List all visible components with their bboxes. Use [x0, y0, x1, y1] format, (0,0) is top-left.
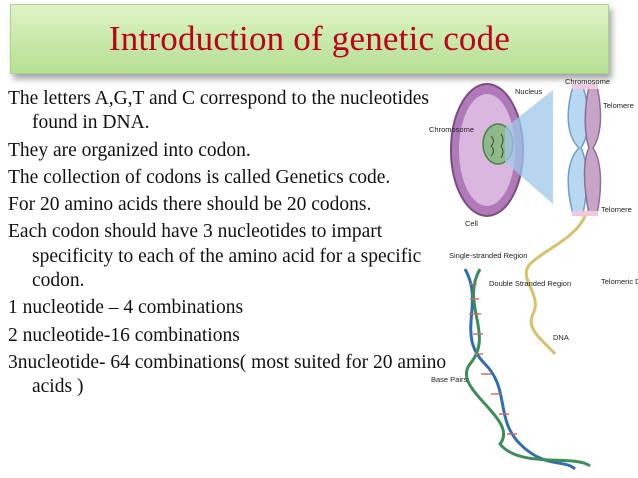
bullet-item: Each codon should have 3 nucleotides to … [8, 221, 422, 292]
dna-helix [463, 268, 591, 471]
bullet-item: For 20 amino acids there should be 20 co… [8, 194, 372, 216]
telomere-strand [524, 215, 587, 355]
label-double-stranded: Double Stranded Region [489, 279, 571, 288]
label-base-pairs: Base Pairs [431, 375, 468, 384]
label-telomeric-repeats: Telomeric DNA Repeats [601, 277, 638, 286]
label-telomere-bottom: Telomere [601, 205, 632, 214]
label-nucleus: Nucleus [515, 87, 542, 96]
title-bar: Introduction of genetic code [10, 4, 609, 74]
label-chromosome-top: Chromosome [565, 77, 610, 86]
slide-title: Introduction of genetic code [108, 19, 511, 58]
label-cell: Cell [465, 219, 478, 228]
bullet-item: They are organized into codon. [8, 139, 251, 161]
bullet-item: The letters A,G,T and C correspond to th… [8, 88, 429, 134]
label-single-stranded: Single-stranded Region [449, 251, 527, 260]
label-telomere-top: Telomere [603, 101, 634, 110]
bullet-item: 3nucleotide- 64 combinations( most suite… [8, 351, 447, 398]
bullet-list: The letters A,G,T and C correspond to th… [8, 87, 448, 403]
dna-structure-diagram: Nucleus Chromosome Chromosome Telomere T… [429, 77, 638, 471]
chromosome-shape [567, 84, 602, 216]
label-chromosome-left: Chromosome [429, 125, 474, 134]
bullet-item: 1 nucleotide – 4 combinations [8, 297, 244, 319]
bullet-item: The collection of codons is called Genet… [8, 166, 391, 188]
label-dna: DNA [553, 333, 569, 342]
zoom-projection [505, 90, 553, 204]
bullet-item: 2 nucleotide-16 combinations [8, 324, 240, 346]
